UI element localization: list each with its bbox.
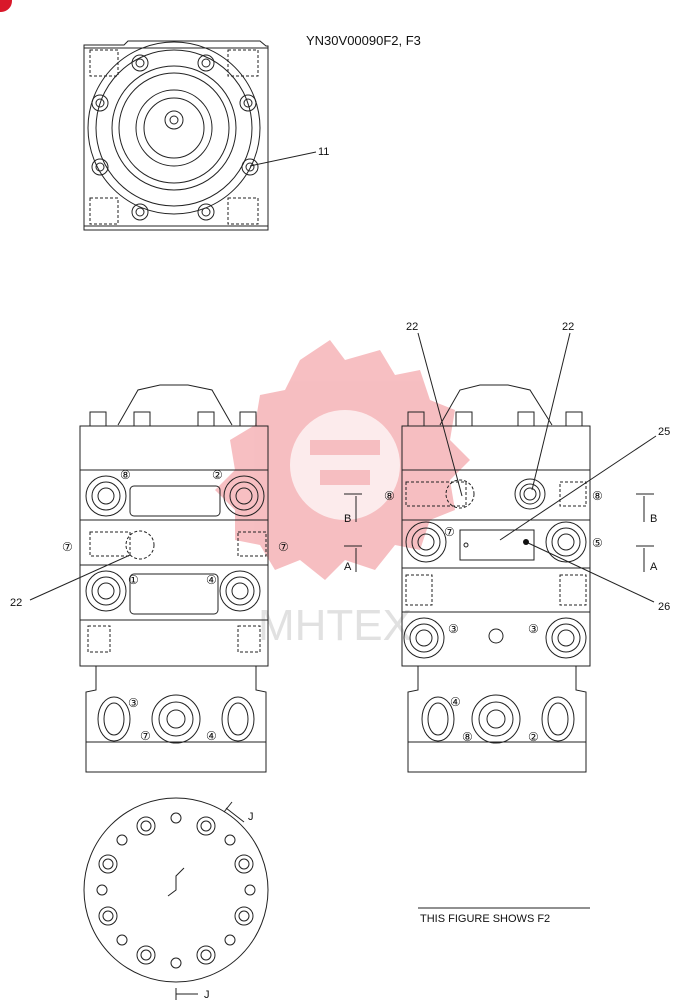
left-port-2: ② [212,468,223,482]
left-port-1: ① [128,573,139,587]
section-label-a-left: A [344,561,352,573]
left-port-8: ⑧ [120,468,131,482]
right-port-8a: ⑧ [384,489,395,503]
figure-caption: THIS FIGURE SHOWS F2 [420,913,550,925]
right-callout-26: 26 [658,601,670,613]
callout-26-dot [523,539,529,545]
left-view [29,384,269,773]
left-port-3: ③ [128,696,139,710]
left-port-7b: ⑦ [278,540,289,554]
right-port-2: ② [528,730,539,744]
bottom-view [83,797,269,1000]
right-callout-25: 25 [658,426,670,438]
right-port-3a: ③ [448,622,459,636]
bottom-label-j-bottom: J [204,989,210,1000]
left-port-7a: ⑦ [62,540,73,554]
left-port-7c: ⑦ [140,729,151,743]
right-view [344,332,657,773]
left-port-4: ④ [206,573,217,587]
right-port-7: ⑦ [444,525,455,539]
section-label-b-right: B [650,513,657,525]
right-callout-22b: 22 [562,321,574,333]
watermark-text: МНТЕХ [258,601,412,650]
left-port-4b: ④ [206,729,217,743]
watermark-logo [215,340,470,580]
section-label-a-right: A [650,561,658,573]
left-callout-22: 22 [10,597,22,609]
right-port-5: ⑤ [592,536,603,550]
right-port-8c: ⑧ [462,730,473,744]
right-port-8b: ⑧ [592,489,603,503]
callout-11: 11 [318,146,329,158]
top-view [83,40,317,231]
right-port-3b: ③ [528,622,539,636]
right-port-4: ④ [450,695,461,709]
bottom-label-j-top: J [248,811,254,823]
right-callout-22a: 22 [406,321,418,333]
section-label-b-left: B [344,513,351,525]
drawing-title: YN30V00090F2, F3 [306,33,421,48]
